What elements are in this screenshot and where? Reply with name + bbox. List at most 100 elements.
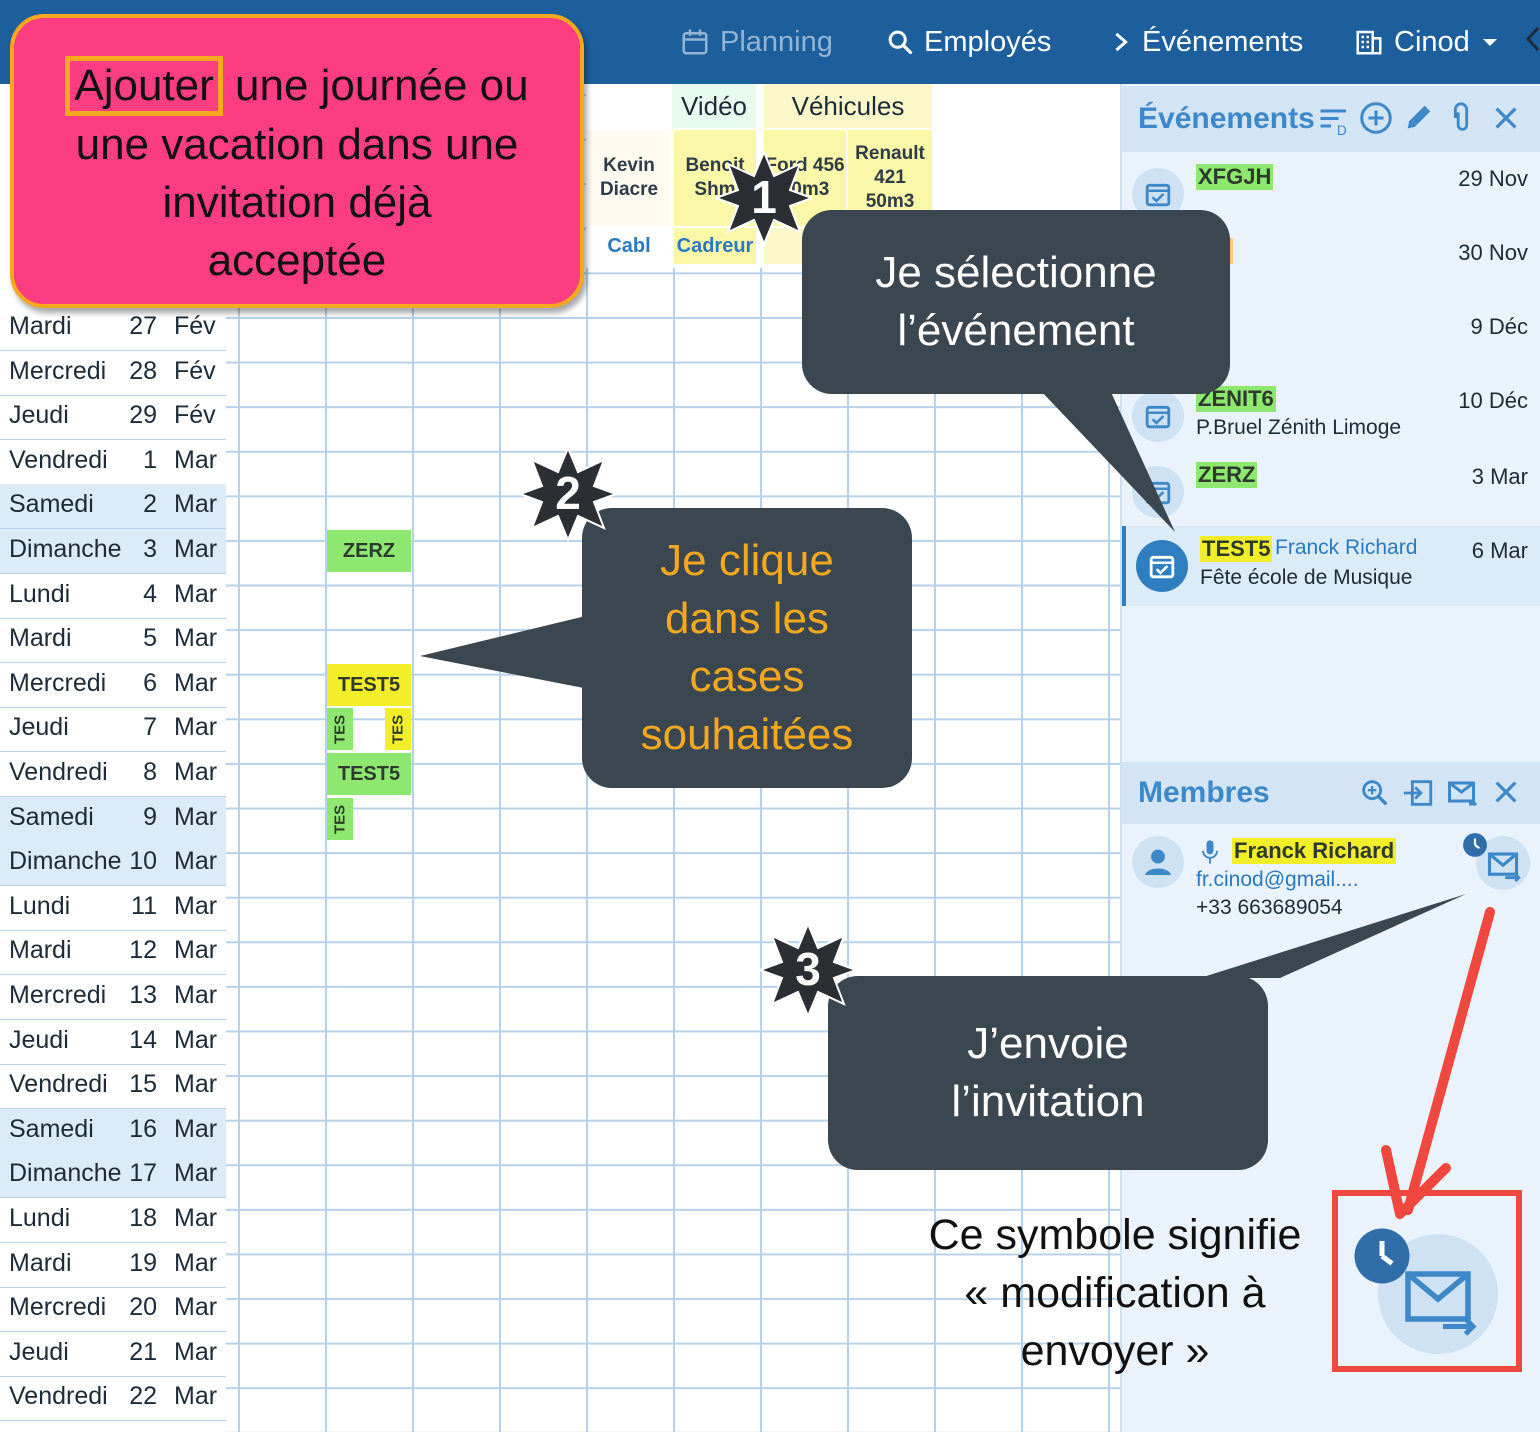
day-number: 14 bbox=[129, 1025, 157, 1054]
day-name: Mardi bbox=[9, 1248, 72, 1277]
day-name: Jeudi bbox=[9, 713, 69, 742]
day-name: Jeudi bbox=[9, 401, 69, 430]
title-text: une vacation dans une bbox=[75, 120, 519, 169]
day-number: 10 bbox=[129, 847, 157, 876]
caret-down-icon bbox=[1482, 39, 1497, 46]
day-name: Dimanche bbox=[9, 535, 122, 563]
nav-planning-label: Planning bbox=[720, 25, 833, 58]
collapse-arrow-icon[interactable] bbox=[1522, 22, 1540, 56]
title-callout: Ajouter une journée ou une vacation dans… bbox=[10, 14, 584, 308]
callout-step2-text: Je clique dans les cases souhaitées bbox=[640, 536, 854, 759]
send-all-mail-icon[interactable] bbox=[1444, 774, 1482, 810]
mail-send-icon bbox=[1487, 852, 1521, 883]
tail-step2 bbox=[420, 614, 594, 690]
callout-step1-text: Je sélectionne l’événement bbox=[875, 248, 1157, 355]
day-month: Mar bbox=[174, 445, 218, 474]
day-number: 19 bbox=[129, 1248, 157, 1277]
day-month: Mar bbox=[174, 1248, 218, 1277]
day-name: Mardi bbox=[9, 624, 72, 653]
grid-event-test5[interactable]: TEST5 bbox=[327, 753, 411, 795]
svg-text:D: D bbox=[1337, 123, 1347, 138]
day-row: Mardi 19 Mar bbox=[0, 1243, 226, 1288]
attachment-icon[interactable] bbox=[1444, 100, 1478, 136]
day-month: Mar bbox=[174, 1159, 218, 1188]
column-name: Kevin Diacre bbox=[599, 155, 659, 200]
day-month: Mar bbox=[174, 891, 218, 920]
close-icon[interactable] bbox=[1490, 102, 1522, 134]
nav-employes[interactable]: Employés bbox=[886, 0, 1051, 84]
member-name: Franck Richard bbox=[1232, 838, 1397, 864]
red-arrow-head bbox=[1381, 1145, 1451, 1219]
nav-evenements[interactable]: Événements bbox=[1110, 0, 1303, 84]
day-number: 17 bbox=[129, 1159, 157, 1188]
add-circle-icon[interactable] bbox=[1358, 100, 1394, 136]
clock-badge-icon bbox=[1463, 833, 1487, 857]
event-description: P.Bruel Zénith Limoge bbox=[1196, 416, 1402, 439]
login-arrow-icon[interactable] bbox=[1400, 776, 1436, 810]
day-month: Mar bbox=[174, 624, 218, 653]
title-text: acceptée bbox=[207, 236, 387, 285]
column-kevin-diacre[interactable]: Kevin Diacre bbox=[588, 130, 670, 226]
day-number: 22 bbox=[129, 1382, 157, 1411]
day-name: Lundi bbox=[9, 1204, 71, 1232]
day-number: 2 bbox=[143, 490, 157, 519]
chip-label: ZERZ bbox=[342, 539, 396, 562]
day-number: 13 bbox=[129, 981, 157, 1009]
person-icon bbox=[1145, 849, 1171, 875]
column-name: Renault 421 50m3 bbox=[855, 143, 925, 212]
title-text: une journée ou bbox=[222, 61, 529, 110]
event-date: 6 Mar bbox=[1471, 538, 1528, 563]
building-icon bbox=[1356, 30, 1382, 55]
grid-event-test5[interactable]: TEST5 bbox=[327, 664, 411, 706]
event-code: ZENIT6 bbox=[1196, 386, 1276, 412]
day-number: 1 bbox=[143, 445, 157, 474]
member-email[interactable]: fr.cinod@gmail.... bbox=[1196, 868, 1359, 891]
grid-event-zerz[interactable]: ZERZ bbox=[327, 530, 411, 572]
day-name: Mercredi bbox=[9, 981, 107, 1009]
members-panel-header: Membres bbox=[1122, 762, 1540, 824]
day-number: 21 bbox=[129, 1337, 157, 1366]
day-number: 5 bbox=[143, 624, 157, 653]
zoom-search-icon[interactable] bbox=[1358, 776, 1392, 810]
step-number: 1 bbox=[751, 171, 777, 223]
user-avatar bbox=[1132, 836, 1184, 888]
nav-planning[interactable]: Planning bbox=[680, 0, 833, 84]
role-cadreur: Cadreur bbox=[674, 228, 756, 264]
send-invitation-button[interactable] bbox=[1476, 836, 1530, 890]
day-month: Mar bbox=[174, 1025, 218, 1054]
day-number: 11 bbox=[131, 891, 157, 920]
day-month: Mar bbox=[174, 579, 218, 608]
close-icon[interactable] bbox=[1490, 776, 1522, 808]
day-name: Lundi bbox=[9, 579, 71, 608]
member-row[interactable]: Franck Richard fr.cinod@gmail.... +33 66… bbox=[1122, 826, 1540, 926]
day-name: Samedi bbox=[9, 490, 94, 519]
day-number: 27 bbox=[129, 312, 157, 340]
day-number: 28 bbox=[129, 356, 157, 385]
day-month: Mar bbox=[174, 713, 218, 742]
company-selector[interactable]: Cinod bbox=[1354, 0, 1500, 84]
edit-pencil-icon[interactable] bbox=[1402, 100, 1436, 134]
day-month: Mar bbox=[174, 668, 218, 697]
sort-filter-icon[interactable]: D bbox=[1316, 102, 1352, 138]
calendar-icon bbox=[682, 29, 708, 55]
day-name: Mardi bbox=[9, 936, 72, 965]
event-date: 30 Nov bbox=[1458, 240, 1528, 265]
day-row: Mardi 5 Mar bbox=[0, 618, 226, 664]
group-vehicules: Véhicules bbox=[764, 84, 932, 128]
day-number: 4 bbox=[143, 579, 157, 608]
day-number: 16 bbox=[129, 1114, 157, 1143]
